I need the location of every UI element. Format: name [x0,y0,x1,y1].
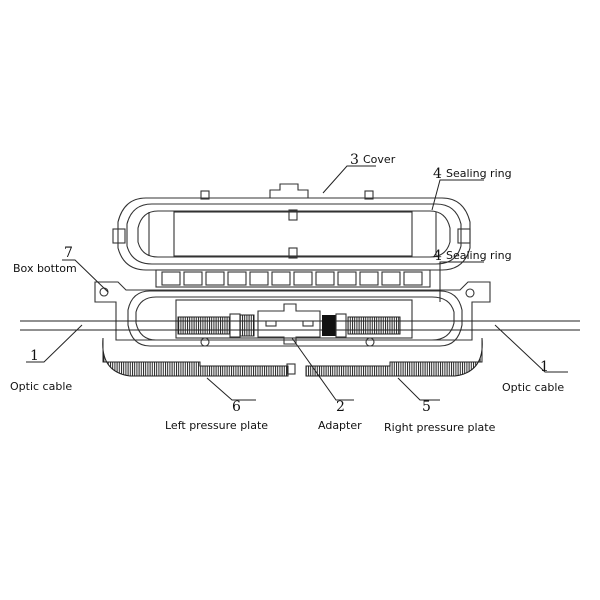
strip-cell [271,271,291,286]
strip-cell [161,271,181,286]
strip-cell [359,271,379,286]
strip-cell [249,271,269,286]
callout-number: 4 [433,248,442,264]
strip-cell [183,271,203,286]
cover-part [112,183,471,271]
callout-optic-cable-left: 1 Optic cable [10,348,72,393]
strip-cell [337,271,357,286]
pressure-plates [102,337,483,377]
callout-label: Cover [363,153,396,166]
strip-cell [403,271,423,286]
callout-label: Sealing ring [446,167,512,180]
callout-box-bottom: 7 Box bottom [13,245,77,275]
strip-cell [381,271,401,286]
callout-left-pressure-plate: 6 Left pressure plate [165,399,268,432]
callout-sealing-ring-top: 4 Sealing ring [433,166,512,182]
callout-number: 5 [422,399,431,415]
callout-label: Right pressure plate [384,421,496,434]
hinge-strip [155,269,431,288]
callout-adapter: 2 Adapter [318,399,362,432]
callout-label: Box bottom [13,262,77,275]
callout-label: Optic cable [502,381,564,394]
callout-number: 1 [30,348,39,364]
strip-cell [293,271,313,286]
callout-label: Adapter [318,419,362,432]
strip-cell [315,271,335,286]
optic-cable [20,313,580,338]
callout-number: 7 [64,245,73,261]
callout-cover: 3 Cover [350,152,396,168]
callout-label: Optic cable [10,380,72,393]
callout-number: 4 [433,166,442,182]
leader-lines [26,165,568,401]
callout-optic-cable-right: 1 Optic cable [502,359,564,394]
strip-cell [227,271,247,286]
callout-sealing-ring-bottom: 4 Sealing ring [433,248,512,264]
callout-number: 3 [350,152,359,168]
strip-cell [205,271,225,286]
callout-number: 2 [336,399,345,415]
callout-label: Left pressure plate [165,419,268,432]
callout-number: 6 [232,399,241,415]
callout-label: Sealing ring [446,249,512,262]
callout-number: 1 [540,359,549,375]
box-bottom-part [94,281,491,347]
adapter-part [257,303,321,345]
callout-right-pressure-plate: 5 Right pressure plate [384,399,496,434]
